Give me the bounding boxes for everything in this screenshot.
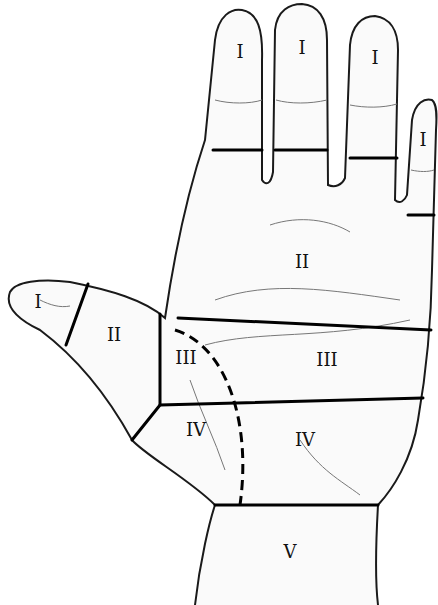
zone-number: IV	[186, 421, 206, 439]
zone-number: III	[175, 349, 196, 367]
zone-number: IV	[295, 431, 315, 449]
zone-number: I	[419, 131, 426, 149]
zone-number: II	[107, 326, 121, 344]
zone-number: V	[284, 543, 297, 561]
skin-creases	[40, 100, 434, 495]
zone-number: I	[298, 39, 305, 57]
zone-number: I	[34, 293, 41, 311]
zone-number: I	[236, 43, 243, 61]
zone-number: I	[371, 49, 378, 67]
zone-boundaries	[66, 150, 434, 505]
zone-number: III	[316, 351, 337, 369]
zone-number: II	[295, 253, 309, 271]
hand-outline	[9, 4, 437, 605]
dashed-boundary	[175, 330, 243, 505]
